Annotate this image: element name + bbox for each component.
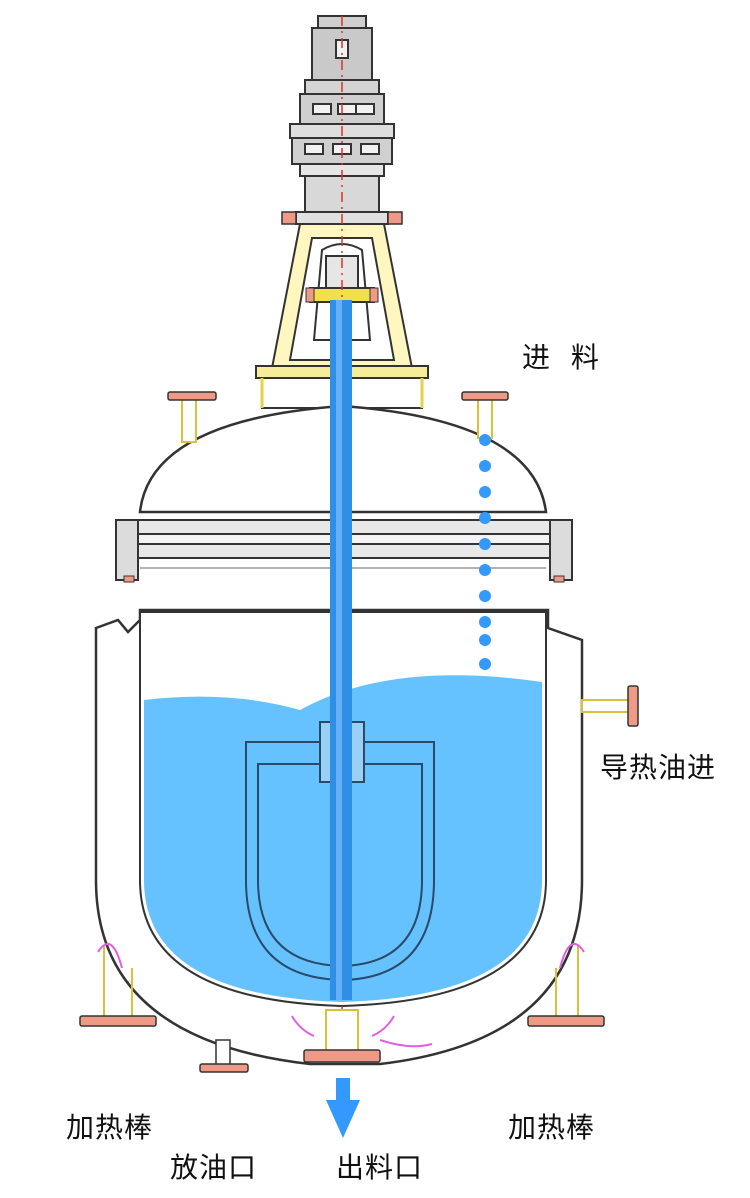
discharge-nozzle <box>291 1009 433 1063</box>
label-heating-rod-left: 加热棒 <box>66 1111 154 1144</box>
gearbox-flange-right <box>387 211 403 225</box>
heating-rod-right-nozzle <box>527 942 605 1027</box>
gearbox-flange-left <box>281 211 297 225</box>
oil-drain-nozzle <box>199 1039 249 1073</box>
discharge-arrow <box>326 1078 360 1138</box>
heat-oil-inlet-nozzle <box>581 685 639 727</box>
label-oil-drain: 放油口 <box>170 1151 258 1184</box>
label-heat-oil-in: 导热油进 <box>600 751 717 784</box>
motor-assembly <box>289 15 395 225</box>
label-heating-rod-right: 加热棒 <box>508 1111 596 1144</box>
heating-rod-left-nozzle <box>79 942 157 1027</box>
head-nozzle-left <box>167 391 217 443</box>
feed-nozzle <box>461 391 509 439</box>
label-discharge: 出料口 <box>336 1151 424 1184</box>
label-feed-in: 进 料 <box>522 341 605 374</box>
feed-drops <box>479 434 491 670</box>
